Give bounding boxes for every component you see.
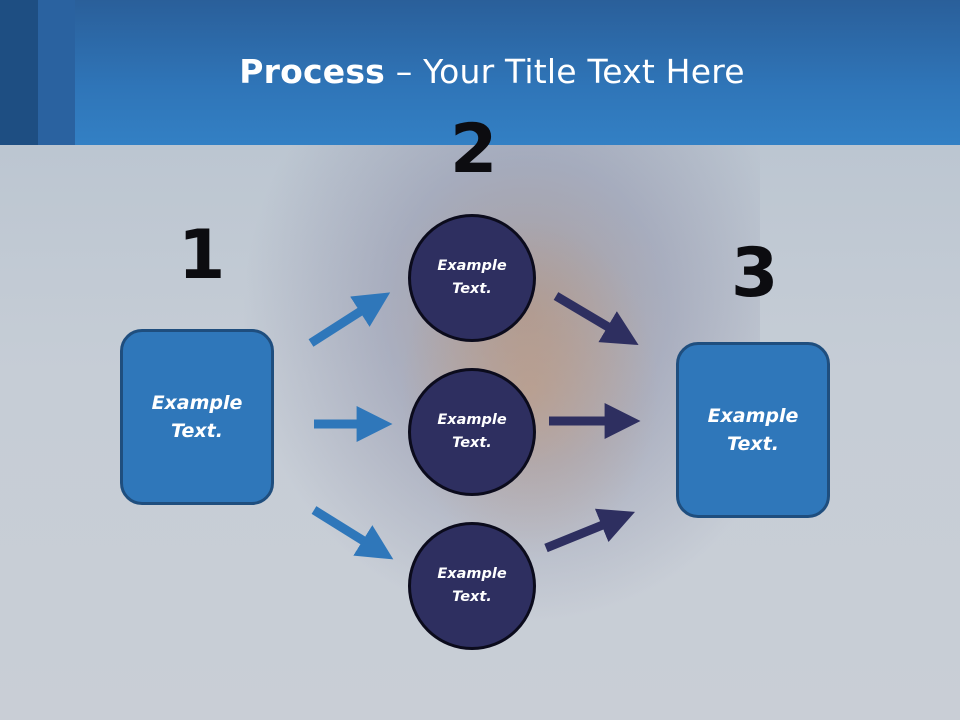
step-number-1: 1 (178, 216, 226, 295)
step-number-2: 2 (450, 110, 498, 189)
circle-top-text: Example Text. (437, 257, 507, 297)
header-stripe-mid (38, 0, 75, 145)
header-stripe-dark (0, 0, 38, 145)
left-box-text: Example Text. (151, 391, 243, 443)
process-circle-top[interactable]: Example Text. (408, 214, 536, 342)
header-band (0, 0, 960, 145)
right-box-text: Example Text. (707, 404, 799, 456)
process-circle-bottom[interactable]: Example Text. (408, 522, 536, 650)
left-process-box[interactable]: Example Text. (120, 329, 274, 505)
right-process-box[interactable]: Example Text. (676, 342, 830, 518)
circle-middle-text: Example Text. (437, 411, 507, 451)
step-number-3: 3 (731, 234, 779, 313)
title-bold: Process (239, 52, 386, 91)
slide-title[interactable]: Process – Your Title Text Here (0, 52, 960, 91)
process-circle-middle[interactable]: Example Text. (408, 368, 536, 496)
circle-bottom-text: Example Text. (437, 565, 507, 605)
title-rest: – Your Title Text Here (385, 52, 745, 91)
